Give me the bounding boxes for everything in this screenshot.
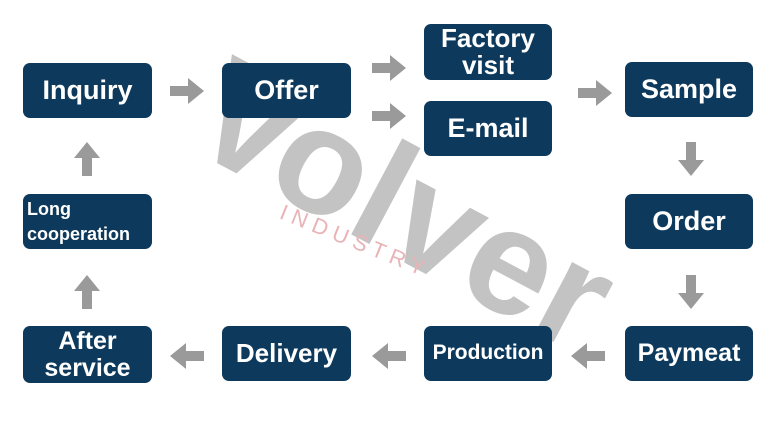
node-email: E-mail — [424, 101, 552, 156]
node-factory-visit-label: Factory visit — [441, 22, 535, 80]
arrow-long-cooperation-to-inquiry — [74, 142, 100, 176]
node-long-cooperation: Long cooperation — [23, 194, 152, 249]
node-order-label: Order — [652, 206, 726, 237]
arrow-offer-to-email — [372, 103, 406, 129]
arrow-offer-to-factory-visit — [372, 55, 406, 81]
node-email-label: E-mail — [447, 113, 529, 144]
node-delivery: Delivery — [222, 326, 351, 381]
node-inquiry-label: Inquiry — [42, 75, 133, 106]
watermark-sub-text: I N D U S T R Y — [276, 199, 428, 280]
node-sample: Sample — [625, 62, 753, 117]
node-order: Order — [625, 194, 753, 249]
node-factory-visit: Factory visit — [424, 24, 552, 80]
node-paymeat: Paymeat — [625, 326, 753, 381]
arrow-sample-to-order — [678, 142, 704, 176]
node-after-service: After service — [23, 326, 152, 383]
node-paymeat-label: Paymeat — [637, 339, 741, 368]
arrow-after-service-to-long-cooperation — [74, 275, 100, 309]
arrow-production-to-delivery — [372, 343, 406, 369]
node-long-cooperation-label: Long cooperation — [27, 199, 131, 244]
node-production: Production — [424, 326, 552, 381]
node-inquiry: Inquiry — [23, 63, 152, 118]
arrow-to-sample — [578, 80, 612, 106]
node-production-label: Production — [432, 341, 544, 365]
node-sample-label: Sample — [640, 74, 738, 105]
arrow-paymeat-to-production — [571, 343, 605, 369]
node-after-service-label: After service — [44, 327, 131, 382]
node-offer-label: Offer — [254, 75, 319, 106]
arrow-inquiry-to-offer — [170, 78, 204, 104]
node-delivery-label: Delivery — [235, 337, 338, 368]
arrow-order-to-paymeat — [678, 275, 704, 309]
node-offer: Offer — [222, 63, 351, 118]
arrow-delivery-to-after-service — [170, 343, 204, 369]
